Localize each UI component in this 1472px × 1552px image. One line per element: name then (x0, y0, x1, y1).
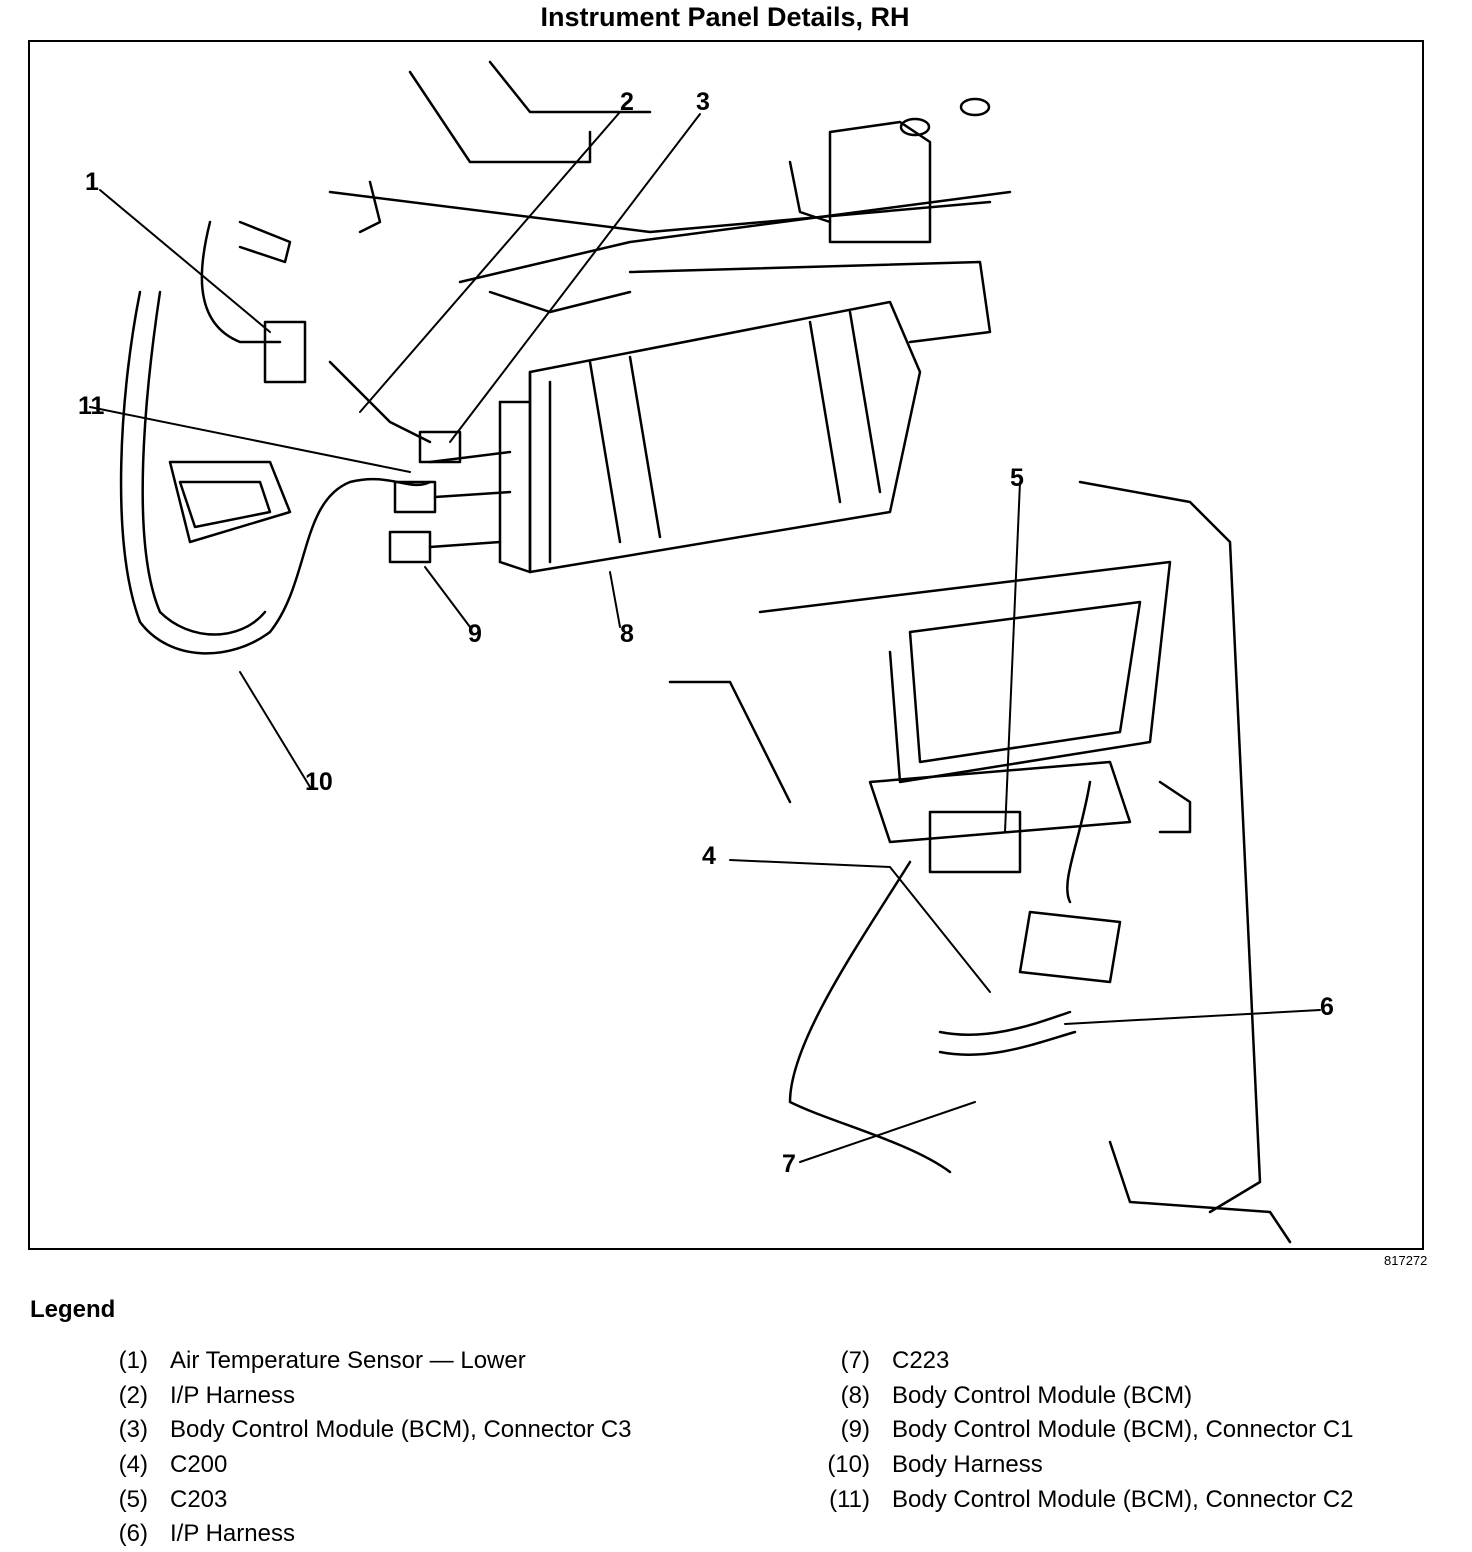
callout-11: 11 (78, 392, 105, 420)
callout-7: 7 (782, 1150, 796, 1178)
legend-item: (9) Body Control Module (BCM), Connector … (814, 1413, 1354, 1448)
legend-text: Body Control Module (BCM), Connector C2 (892, 1485, 1354, 1513)
legend-heading: Legend (30, 1296, 116, 1323)
callout-10: 10 (305, 768, 333, 796)
legend-text: Body Control Module (BCM), Connector C3 (170, 1416, 632, 1444)
figure-number: 817272 (1384, 1253, 1428, 1268)
lower-panel (668, 480, 1292, 1244)
legend-text: I/P Harness (170, 1520, 295, 1548)
callout-2: 2 (620, 88, 634, 116)
legend-text: C200 (170, 1451, 228, 1479)
legend-num: (3) (118, 1416, 148, 1444)
callout-8: 8 (620, 620, 634, 648)
legend-item: (6) I/P Harness (92, 1517, 632, 1552)
legend-num: (6) (118, 1520, 148, 1548)
callout-4: 4 (702, 842, 716, 870)
legend-text: Body Harness (892, 1451, 1043, 1479)
legend-num: (7) (840, 1347, 870, 1375)
callout-5: 5 (1010, 464, 1024, 492)
callout-labels: 1 2 3 4 5 6 7 8 9 10 11 (78, 88, 1334, 1178)
legend-text: C203 (170, 1485, 228, 1513)
legend-num: (1) (118, 1347, 148, 1375)
legend-item: (10) Body Harness (814, 1448, 1354, 1483)
illustration: 1 2 3 4 5 6 7 8 9 10 11 (78, 60, 1334, 1244)
legend-item: (8) Body Control Module (BCM) (814, 1379, 1354, 1414)
callout-1: 1 (85, 168, 99, 196)
legend-item: (11) Body Control Module (BCM), Connector… (814, 1482, 1354, 1517)
legend-num: (9) (840, 1416, 870, 1444)
legend-num: (5) (118, 1485, 148, 1513)
legend-item: (3) Body Control Module (BCM), Connector … (92, 1413, 632, 1448)
legend-text: Body Control Module (BCM), Connector C1 (892, 1416, 1354, 1444)
legend-item: (1) Air Temperature Sensor — Lower (92, 1344, 632, 1379)
legend-num: (11) (829, 1485, 870, 1513)
legend-text: C223 (892, 1347, 950, 1375)
legend-item: (2) I/P Harness (92, 1379, 632, 1414)
dash-structure (328, 60, 1012, 344)
legend-item: (7) C223 (814, 1344, 1354, 1379)
legend-text: Air Temperature Sensor — Lower (170, 1347, 526, 1375)
leader-lines (89, 111, 1321, 1163)
legend-column-left: (1) Air Temperature Sensor — Lower (2) I/P… (92, 1344, 632, 1552)
legend-num: (8) (840, 1381, 870, 1409)
legend-text: Body Control Module (BCM) (892, 1381, 1193, 1409)
callout-3: 3 (696, 88, 710, 116)
diagram-title: Instrument Panel Details, RH (540, 2, 910, 32)
legend-item: (5) C203 (92, 1482, 632, 1517)
callout-9: 9 (468, 620, 482, 648)
legend-num: (10) (827, 1451, 870, 1479)
diagram-figure: 1 2 3 4 5 6 7 8 9 10 11 (28, 40, 1424, 1250)
legend-item: (4) C200 (92, 1448, 632, 1483)
legend-num: (4) (118, 1451, 148, 1479)
body-harness (119, 220, 512, 655)
bcm-module (498, 300, 922, 574)
legend-text: I/P Harness (170, 1381, 295, 1409)
legend-column-right: (7) C223 (8) Body Control Module (BCM) (9)… (814, 1344, 1354, 1517)
legend-num: (2) (118, 1381, 148, 1409)
callout-6: 6 (1320, 993, 1334, 1021)
